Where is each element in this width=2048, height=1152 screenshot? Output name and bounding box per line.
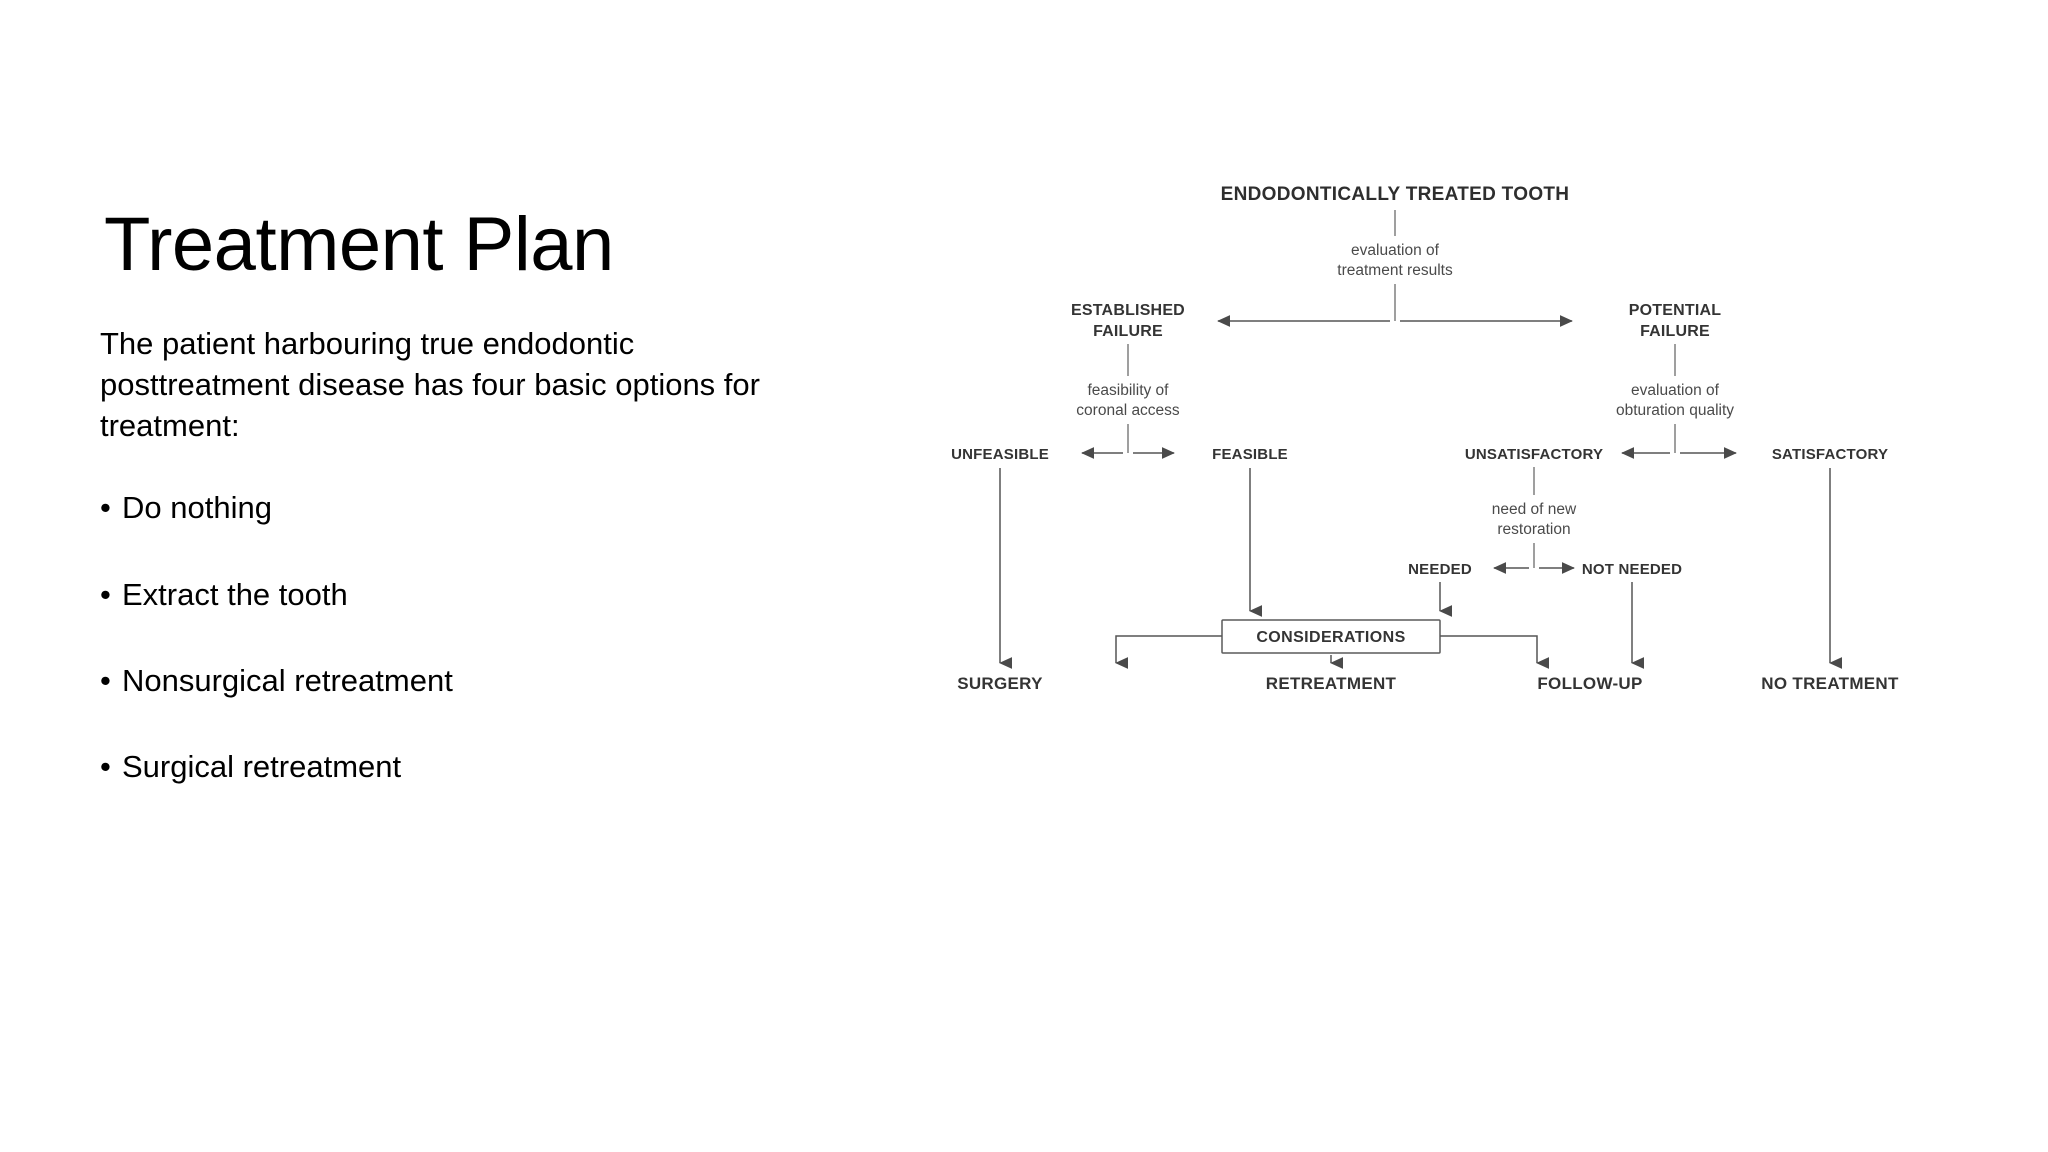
- text-content-column: Treatment Plan The patient harbouring tr…: [100, 205, 860, 788]
- flow-outcome-follow-up: FOLLOW-UP: [1537, 674, 1642, 693]
- list-item-label: Surgical retreatment: [122, 749, 402, 785]
- list-item: • Nonsurgical retreatment: [100, 661, 860, 701]
- flow-outcome-retreatment: RETREATMENT: [1266, 674, 1397, 693]
- flow-node-satisfactory: SATISFACTORY: [1772, 446, 1888, 463]
- bullet-marker-icon: •: [100, 490, 111, 526]
- flow-node-potential-failure-line2: FAILURE: [1640, 323, 1710, 340]
- endodontic-decision-flowchart-figure: ENDODONTICALLY TREATED TOOTH evaluation …: [900, 168, 1965, 698]
- flow-outcome-no-treatment: NO TREATMENT: [1761, 674, 1899, 693]
- flow-node-potential-failure-line1: POTENTIAL: [1629, 302, 1721, 319]
- list-item-label: Nonsurgical retreatment: [122, 663, 453, 699]
- flow-node-feasible: FEASIBLE: [1212, 446, 1288, 463]
- flow-criteria-need-of-new-restoration-line2: restoration: [1497, 521, 1570, 538]
- flow-node-root: ENDODONTICALLY TREATED TOOTH: [1221, 184, 1570, 205]
- flow-criteria-need-of-new-restoration-line1: need of new: [1492, 501, 1577, 518]
- flow-criteria-evaluation-obturation-quality-line2: obturation quality: [1616, 402, 1734, 419]
- list-item: • Extract the tooth: [100, 575, 860, 615]
- lead-paragraph: The patient harbouring true endodontic p…: [100, 325, 760, 444]
- flow-criteria-evaluation-treatment-results-line2: treatment results: [1337, 262, 1453, 279]
- list-item: • Do nothing: [100, 488, 860, 528]
- flow-criteria-evaluation-treatment-results-line1: evaluation of: [1351, 242, 1440, 259]
- flow-node-unfeasible: UNFEASIBLE: [951, 446, 1049, 463]
- bullet-marker-icon: •: [100, 663, 111, 699]
- flow-node-needed: NEEDED: [1408, 561, 1472, 578]
- treatment-options-list: • Do nothing • Extract the tooth • Nonsu…: [100, 488, 860, 787]
- bullet-marker-icon: •: [100, 576, 111, 612]
- connector-considerations-to-surgery: [1115, 635, 1222, 669]
- list-item: • Surgical retreatment: [100, 747, 860, 787]
- flow-criteria-feasibility-coronal-access-line1: feasibility of: [1088, 382, 1170, 399]
- bullet-marker-icon: •: [100, 749, 111, 785]
- flow-criteria-feasibility-coronal-access-line2: coronal access: [1076, 402, 1180, 419]
- flow-outcome-surgery: SURGERY: [957, 674, 1043, 693]
- connector-considerations-to-follow-up: [1440, 635, 1549, 669]
- flow-node-established-failure-line2: FAILURE: [1093, 323, 1163, 340]
- flow-criteria-evaluation-obturation-quality-line1: evaluation of: [1631, 382, 1720, 399]
- page-title: Treatment Plan: [104, 202, 614, 287]
- flow-decision-box-label: CONSIDERATIONS: [1256, 629, 1405, 646]
- list-item-label: Do nothing: [122, 490, 272, 526]
- flowchart-svg: ENDODONTICALLY TREATED TOOTH evaluation …: [951, 184, 1899, 693]
- list-item-label: Extract the tooth: [122, 576, 348, 612]
- flow-node-unsatisfactory: UNSATISFACTORY: [1465, 446, 1603, 463]
- flow-node-established-failure-line1: ESTABLISHED: [1071, 302, 1185, 319]
- flow-node-not-needed: NOT NEEDED: [1582, 561, 1682, 578]
